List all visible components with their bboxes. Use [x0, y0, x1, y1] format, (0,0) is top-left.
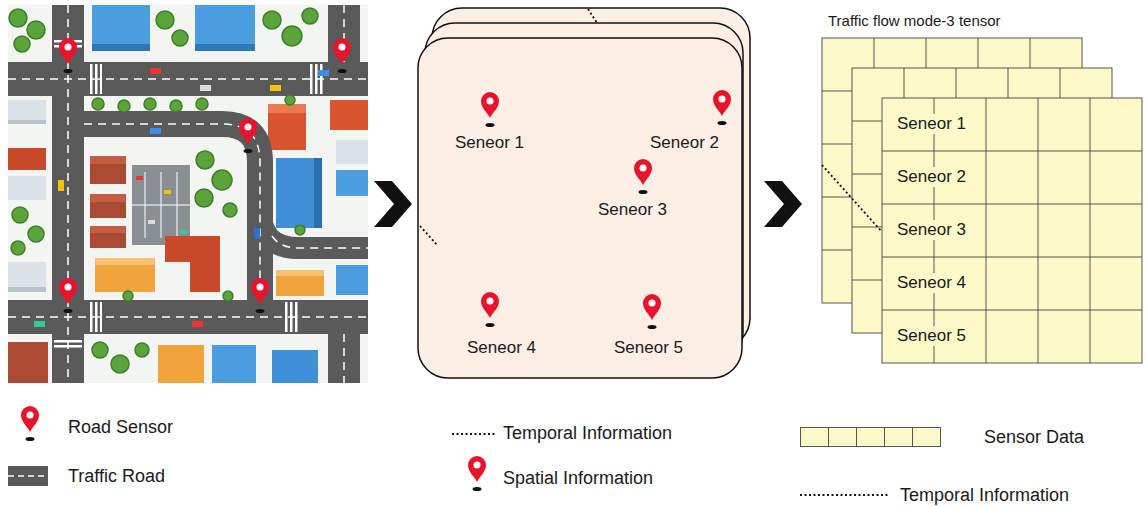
tensor-slab: Traffic flow mode-3 tensorSeneor 1Seneor…: [882, 98, 1142, 363]
row-label: Seneor 4: [894, 273, 969, 293]
legend-text: Spatial Information: [503, 468, 653, 488]
chevron-arrow: [374, 181, 412, 227]
cars: [34, 68, 329, 327]
legend-text: Road Sensor: [68, 417, 173, 437]
city-map: [8, 5, 368, 383]
row-label: Seneor 3: [894, 220, 969, 240]
sensor-label: Seneor 4: [467, 338, 536, 358]
row-label: Seneor 2: [894, 167, 969, 187]
row-label: Seneor 1: [894, 114, 969, 134]
tensor-title: Traffic flow mode-3 tensor: [828, 12, 1001, 30]
legend-text: Temporal Information: [503, 423, 672, 443]
sensor-label: Seneor 5: [614, 338, 683, 358]
tensor-grid: [822, 38, 1142, 363]
road-sensor-pins: [59, 38, 351, 313]
row-label: Seneor 5: [894, 326, 969, 346]
legend-text: Sensor Data: [984, 427, 1084, 447]
roads: [8, 5, 368, 383]
sensor-label: Seneor 1: [455, 133, 524, 153]
card-stack: [418, 8, 750, 378]
legend-text: Temporal Information: [900, 485, 1069, 505]
legend-samples: [8, 406, 888, 495]
sensor-label: Seneor 2: [650, 133, 719, 153]
trees: [9, 8, 318, 373]
sensor-label: Seneor 3: [598, 200, 667, 220]
buildings: [8, 5, 368, 383]
legend-text: Traffic Road: [68, 466, 165, 486]
sensor-card: Seneor 1 Seneor 2 Seneor 3 Seneor 4 Seneor 5: [418, 38, 742, 378]
legend-swatch: [800, 427, 941, 447]
chevron-arrow: [764, 181, 802, 227]
